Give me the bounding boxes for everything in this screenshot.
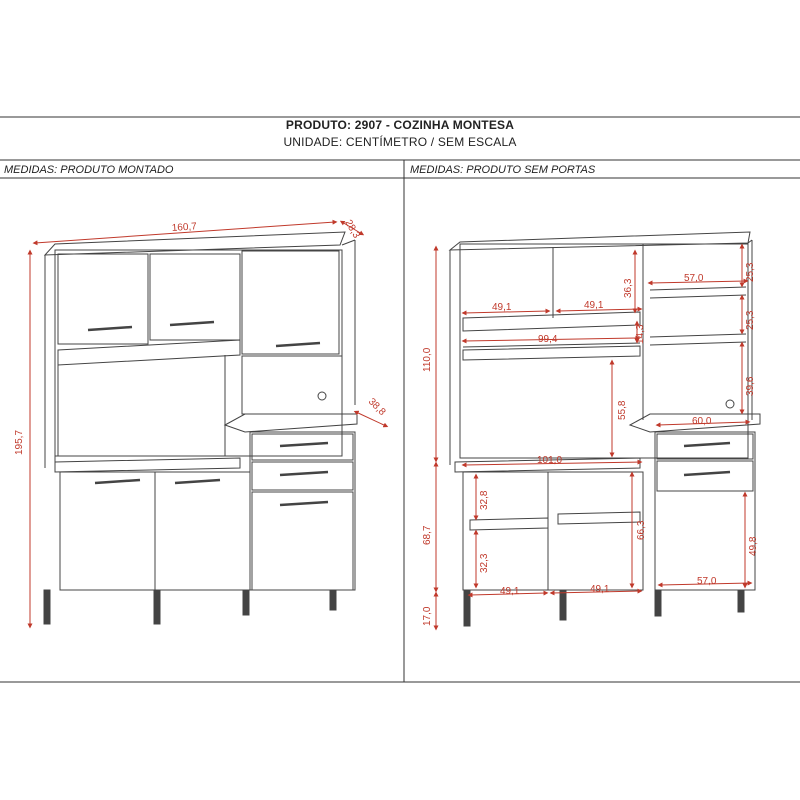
dim-height: 195,7: [14, 430, 25, 455]
dim-drawer-w: 60,0: [692, 416, 712, 427]
doorless-cabinet-drawing: [448, 231, 761, 627]
drawer-1: [251, 433, 354, 461]
dim-base-h2: 32,3: [479, 553, 490, 573]
dim-base-h1: 32,8: [479, 490, 490, 510]
dim-niche-left: 49,1: [492, 302, 512, 313]
upper-door-3: [241, 250, 340, 355]
left-panel-label: MEDIDAS: PRODUTO MONTADO: [4, 164, 174, 176]
upper-door-1: [57, 253, 149, 345]
product-title: PRODUTO: 2907 - COZINHA MONTESA: [285, 118, 515, 132]
doorless-dimensions: [433, 243, 753, 631]
right-panel-label: MEDIDAS: PRODUTO SEM PORTAS: [410, 164, 596, 176]
dim-bottom-w2: 49,1: [590, 584, 610, 595]
dim-base-h4: 49,8: [748, 536, 759, 556]
dim-right-h1: 25,3: [745, 262, 756, 282]
dim-right-h2: 25,3: [745, 310, 756, 330]
upper-door-2: [149, 253, 241, 341]
unit-subtitle: UNIDADE: CENTÍMETRO / SEM ESCALA: [283, 135, 517, 149]
dim-lower-height: 68,7: [422, 525, 433, 545]
dim-bottom-w1: 49,1: [500, 586, 520, 597]
dim-right-h3: 39,6: [745, 376, 756, 396]
assembled-dimensions: [27, 219, 389, 629]
dim-niche-h: 36,3: [623, 278, 634, 298]
dim-right-w1: 57,0: [684, 273, 704, 284]
sheet-frame: [0, 116, 800, 683]
dim-upper-height: 110,0: [422, 347, 433, 372]
dim-niche-mid: 49,1: [584, 300, 604, 311]
base-door-right: [251, 491, 354, 591]
dim-width: 160,7: [171, 221, 197, 234]
header: PRODUTO: 2907 - COZINHA MONTESA UNIDADE:…: [0, 118, 800, 149]
dim-base-h3: 66,3: [636, 520, 647, 540]
dim-counter-depth: 38,8: [366, 396, 388, 418]
dim-tall-niche: 55,8: [617, 400, 628, 420]
dim-leg-height: 17,0: [422, 606, 433, 626]
assembled-cabinet-drawing: [43, 231, 358, 625]
dim-depth: 28,3: [342, 218, 361, 241]
dim-shelf-w: 99,4: [538, 334, 558, 345]
dim-bottom-w3: 57,0: [697, 576, 717, 587]
drawer-2: [251, 461, 354, 491]
dim-shelf-gap: 14,3: [635, 324, 646, 344]
dim-base-w: 101,0: [537, 455, 562, 466]
